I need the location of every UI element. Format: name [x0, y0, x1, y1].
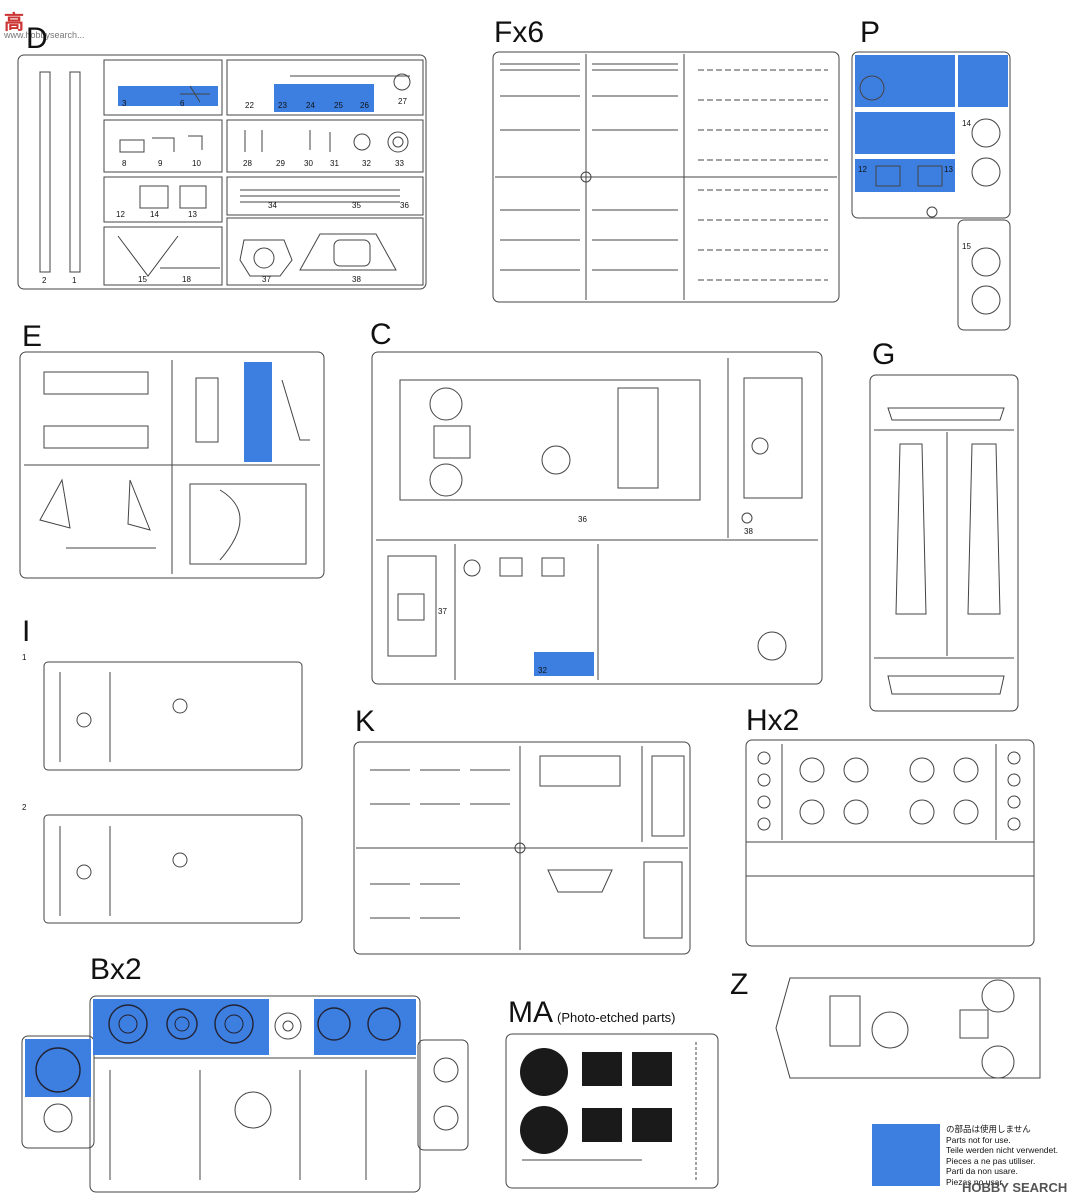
- svg-text:27: 27: [398, 97, 407, 106]
- sprue-label-c: C: [370, 318, 392, 351]
- sprue-label-e: E: [22, 320, 43, 353]
- svg-text:1: 1: [22, 653, 27, 662]
- sprue-fx6: [492, 51, 840, 303]
- svg-text:30: 30: [304, 159, 313, 168]
- watermark-top-logo: 高: [4, 6, 24, 35]
- svg-text:29: 29: [276, 159, 285, 168]
- legend-line-ja: の部品は使用しません: [946, 1124, 1031, 1134]
- svg-text:13: 13: [188, 210, 197, 219]
- svg-text:24: 24: [306, 101, 315, 110]
- svg-text:31: 31: [330, 159, 339, 168]
- sprue-label-bx2: Bx2: [90, 953, 142, 986]
- sprue-c: 36 38 37 32: [371, 351, 823, 685]
- svg-text:10: 10: [192, 159, 201, 168]
- svg-text:6: 6: [180, 99, 185, 108]
- svg-text:2: 2: [22, 803, 27, 812]
- sprue-i: 12: [22, 653, 303, 924]
- svg-text:32: 32: [538, 666, 547, 675]
- svg-text:37: 37: [438, 607, 447, 616]
- legend-line-fr: Pieces a ne pas utiliser.: [946, 1155, 1036, 1166]
- svg-text:35: 35: [352, 201, 361, 210]
- sprue-e: [19, 351, 325, 579]
- svg-text:9: 9: [158, 159, 163, 168]
- sprue-label-p: P: [860, 16, 881, 49]
- legend-swatch: [872, 1124, 940, 1186]
- sprue-label-hx2: Hx2: [746, 704, 800, 737]
- sprue-ma: [505, 1033, 719, 1189]
- watermark-top-chars: 高: [4, 12, 24, 34]
- svg-text:32: 32: [362, 159, 371, 168]
- legend-line-it: Parti da non usare.: [946, 1166, 1018, 1176]
- sprue-label-g: G: [872, 338, 896, 371]
- watermark-top-site: www.hobbysearch...: [4, 30, 85, 40]
- svg-text:25: 25: [334, 101, 343, 110]
- sprue-label-fx6: Fx6: [494, 16, 545, 49]
- sprue-k: [353, 741, 691, 955]
- sprue-label-d: D: [26, 22, 48, 55]
- legend-line-es: Piezas no usar.: [946, 1176, 1005, 1187]
- svg-text:2: 2: [42, 276, 47, 285]
- svg-text:18: 18: [182, 275, 191, 284]
- sprue-bx2: [21, 995, 469, 1193]
- svg-text:15: 15: [962, 242, 971, 251]
- legend-line-en: Parts not for use.: [946, 1134, 1011, 1145]
- sprue-g: [869, 374, 1019, 712]
- sprue-label-z: Z: [730, 968, 749, 1001]
- sprue-p: 14 15 12 13: [851, 51, 1011, 331]
- sprue-label-k: K: [355, 705, 376, 738]
- sprue-label-i: I: [22, 615, 31, 648]
- svg-text:15: 15: [138, 275, 147, 284]
- legend-text: の部品は使用しません Parts not for use. Teile werd…: [946, 1124, 1076, 1187]
- svg-text:36: 36: [400, 201, 409, 210]
- svg-text:8: 8: [122, 159, 127, 168]
- svg-text:38: 38: [352, 275, 361, 284]
- svg-text:12: 12: [858, 165, 867, 174]
- svg-text:38: 38: [744, 527, 753, 536]
- svg-text:28: 28: [243, 159, 252, 168]
- svg-text:26: 26: [360, 101, 369, 110]
- svg-text:14: 14: [962, 119, 971, 128]
- svg-text:13: 13: [944, 165, 953, 174]
- svg-text:36: 36: [578, 515, 587, 524]
- svg-text:12: 12: [116, 210, 125, 219]
- sprue-hx2: [745, 739, 1035, 947]
- sprue-label-ma: MA(Photo-etched parts): [508, 996, 676, 1029]
- watermark-bottom: HOBBY SEARCH: [962, 1180, 1068, 1195]
- sprue-z: [775, 977, 1041, 1079]
- svg-text:3: 3: [122, 99, 127, 108]
- svg-text:1: 1: [72, 276, 77, 285]
- svg-text:34: 34: [268, 201, 277, 210]
- svg-text:14: 14: [150, 210, 159, 219]
- svg-text:23: 23: [278, 101, 287, 110]
- legend-line-de: Teile werden nicht verwendet.: [946, 1145, 1058, 1155]
- svg-text:33: 33: [395, 159, 404, 168]
- svg-text:37: 37: [262, 275, 271, 284]
- svg-text:22: 22: [245, 101, 254, 110]
